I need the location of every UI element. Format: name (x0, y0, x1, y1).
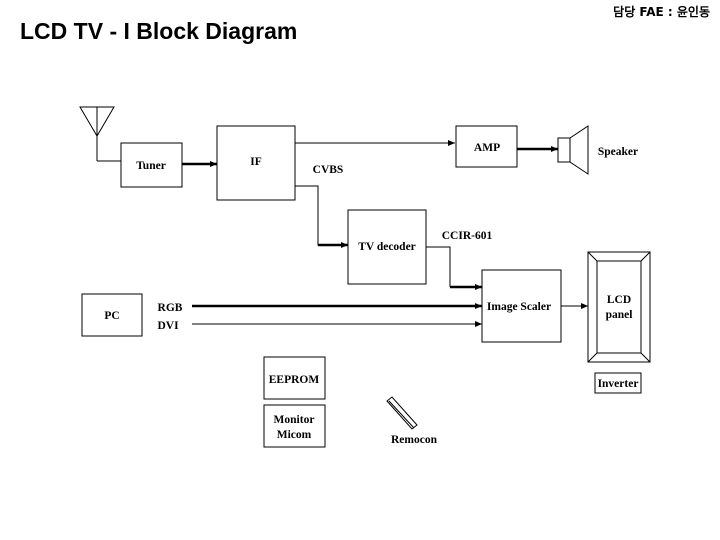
tuner-label: Tuner (136, 160, 166, 172)
lcd-panel-block (587, 251, 651, 363)
author-label: 담당 FAE : 윤인동 (613, 5, 710, 19)
page-title: LCD TV - I Block Diagram (20, 18, 298, 44)
tuner-block: Tuner (120, 142, 183, 188)
pc-block: PC (81, 293, 143, 337)
speaker-label: Speaker (598, 146, 638, 158)
speaker-icon (557, 125, 589, 175)
if-label: IF (250, 156, 262, 168)
eeprom-block: EEPROM (263, 356, 326, 400)
remocon-label: Remocon (391, 434, 438, 446)
cvbs-label: CVBS (313, 164, 344, 176)
antenna-icon (79, 106, 121, 162)
pc-label: PC (104, 310, 119, 322)
image-scaler-label: Image Scaler (487, 301, 551, 313)
amp-label: AMP (474, 142, 500, 154)
if-to-decoder-line (295, 185, 348, 246)
monitor-micom-label-line2: Micom (277, 429, 312, 441)
if-block: IF (216, 125, 296, 201)
lcd-panel-label-line2: panel (606, 309, 633, 321)
decoder-to-scaler-line (426, 246, 451, 287)
lcd-panel-label-line1: LCD (607, 294, 631, 306)
tv-decoder-label: TV decoder (358, 241, 416, 253)
tv-decoder-block: TV decoder (347, 209, 427, 285)
image-scaler-block: Image Scaler (481, 269, 562, 343)
eeprom-label: EEPROM (269, 374, 320, 386)
amp-block: AMP (455, 125, 518, 168)
ccir-label: CCIR-601 (442, 230, 493, 242)
dvi-label: DVI (157, 320, 179, 332)
remote-control-icon (386, 396, 418, 430)
inverter-label: Inverter (598, 378, 639, 390)
inverter-block: Inverter (594, 372, 642, 394)
monitor-micom-block: Monitor Micom (263, 404, 326, 448)
rgb-label: RGB (158, 302, 183, 314)
monitor-micom-label-line1: Monitor (274, 414, 315, 426)
